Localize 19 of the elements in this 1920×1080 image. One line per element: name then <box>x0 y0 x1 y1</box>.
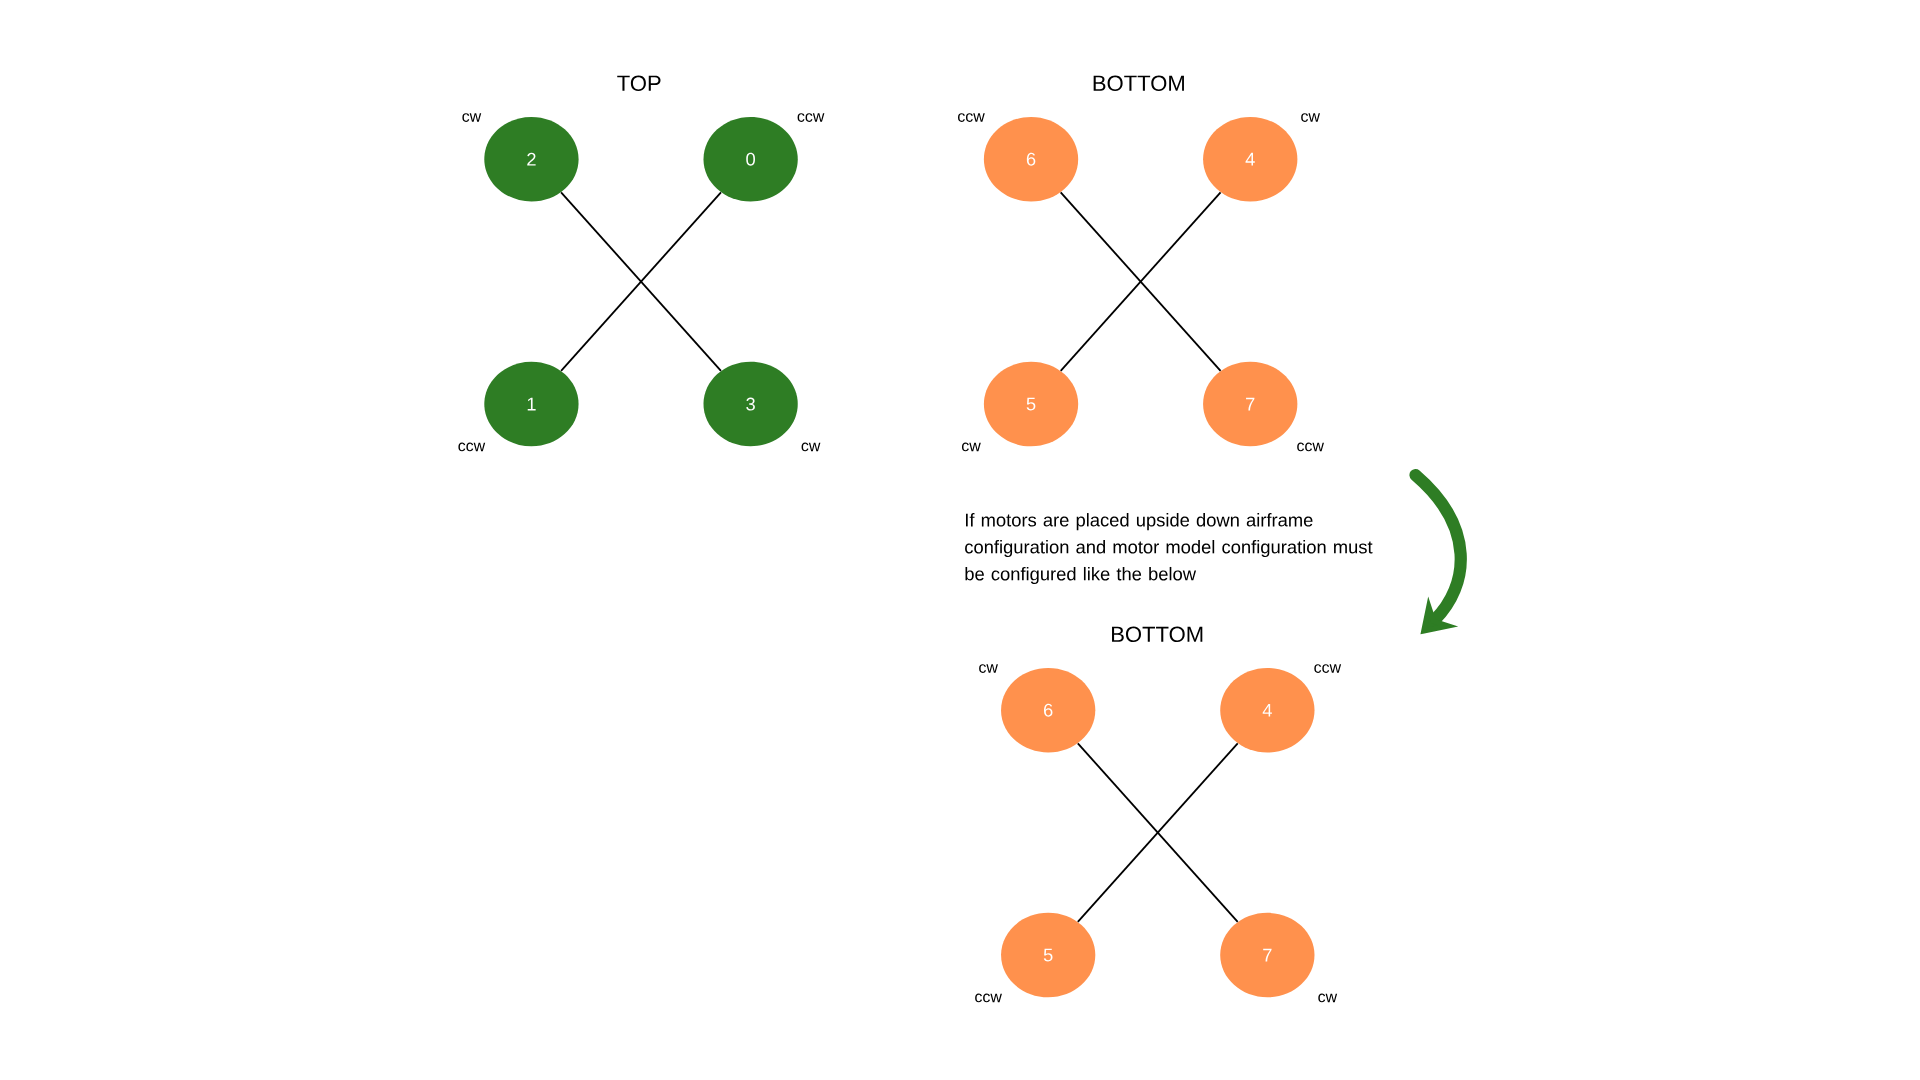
rotation-label: ccw <box>1314 664 1342 673</box>
rotation-label: cw <box>979 664 998 673</box>
rotation-label: ccw <box>975 993 1002 1003</box>
section-title: BOTTOM <box>1112 626 1203 643</box>
frame-arms <box>560 191 722 372</box>
rotation-label: cw <box>1318 993 1338 1003</box>
frame-arms <box>1076 742 1239 923</box>
rotation-label: ccw <box>797 113 825 122</box>
rotation-label: cw <box>801 442 821 452</box>
rotation-label: cw <box>1301 113 1320 122</box>
section-title: TOP <box>617 75 661 92</box>
rotation-label: ccw <box>958 113 985 122</box>
frame-arms <box>1059 191 1222 372</box>
note-text: If motors are placed upside down airframe configuration and motor model configuration must be configured like the below <box>965 513 1373 585</box>
rotation-label: ccw <box>1297 442 1324 452</box>
rotation-label: cw <box>462 113 482 122</box>
rotation-label: cw <box>962 442 981 452</box>
section-title: BOTTOM <box>1093 75 1184 92</box>
rotation-label: ccw <box>458 442 486 452</box>
